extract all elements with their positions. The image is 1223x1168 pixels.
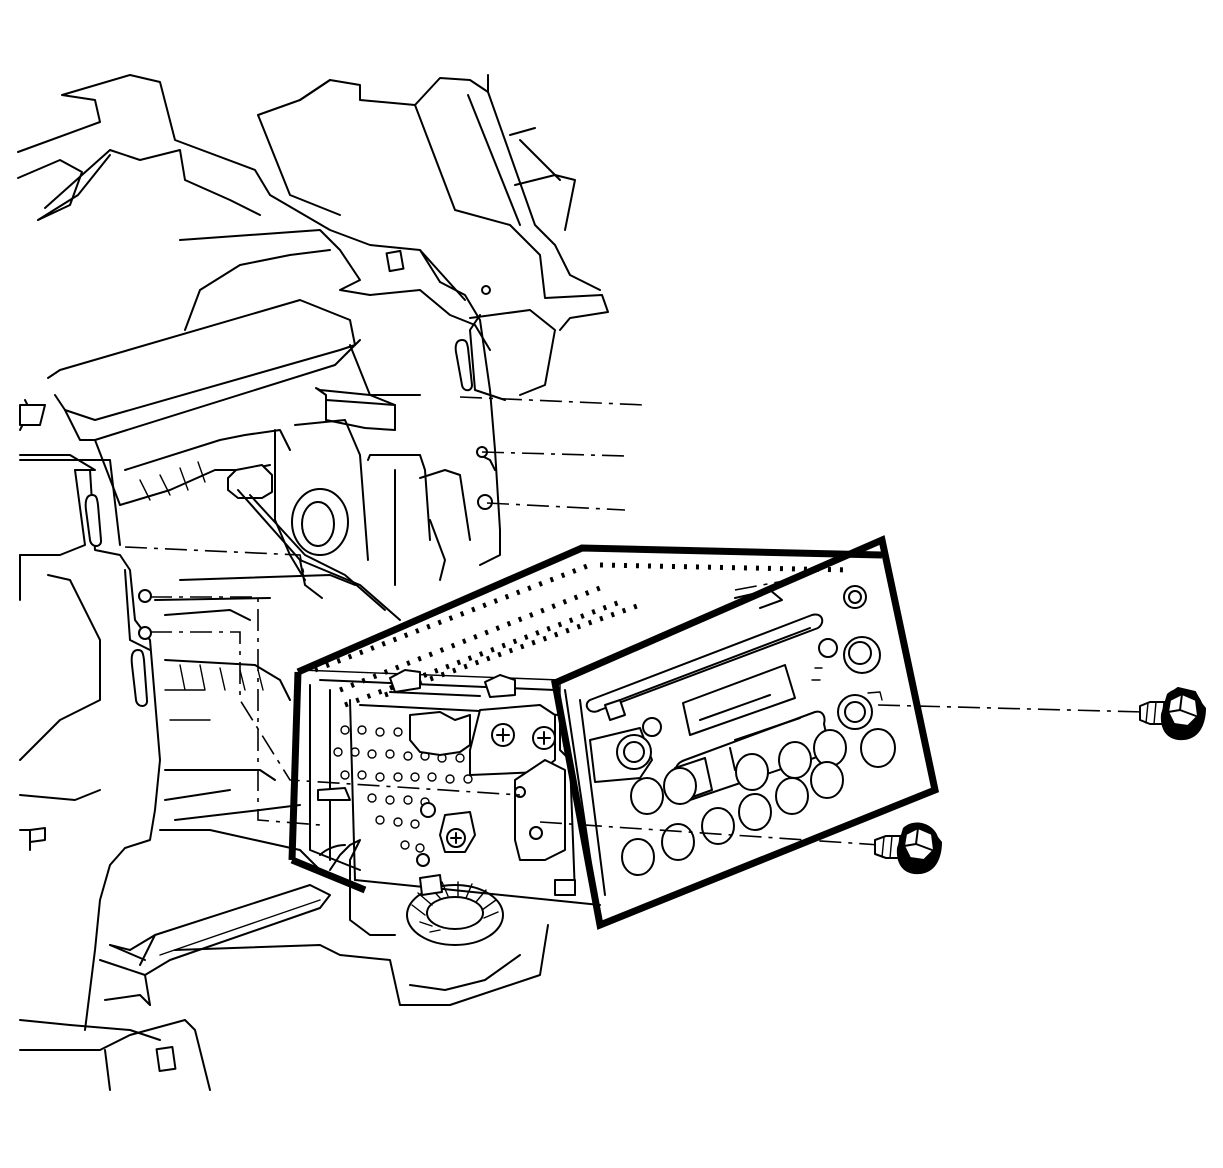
radio-mounting-bolt-upper: [1139, 687, 1206, 741]
vent-holes: [333, 725, 473, 853]
top-right-knob: [843, 636, 881, 674]
radio-faceplate: [551, 535, 940, 930]
tune-knob: [837, 694, 873, 730]
preset-buttons: [621, 728, 896, 876]
assembly-leader-lines: [124, 396, 1146, 846]
radio-mounting-bolt-lower: [874, 822, 942, 875]
volume-knob: [589, 727, 653, 783]
instrument-panel-carrier: [17, 74, 609, 1091]
chassis-screw-2: [532, 726, 556, 750]
chassis-screw-3: [446, 828, 466, 848]
radio-assembly: [288, 535, 940, 930]
chassis-screw-1: [491, 723, 515, 747]
